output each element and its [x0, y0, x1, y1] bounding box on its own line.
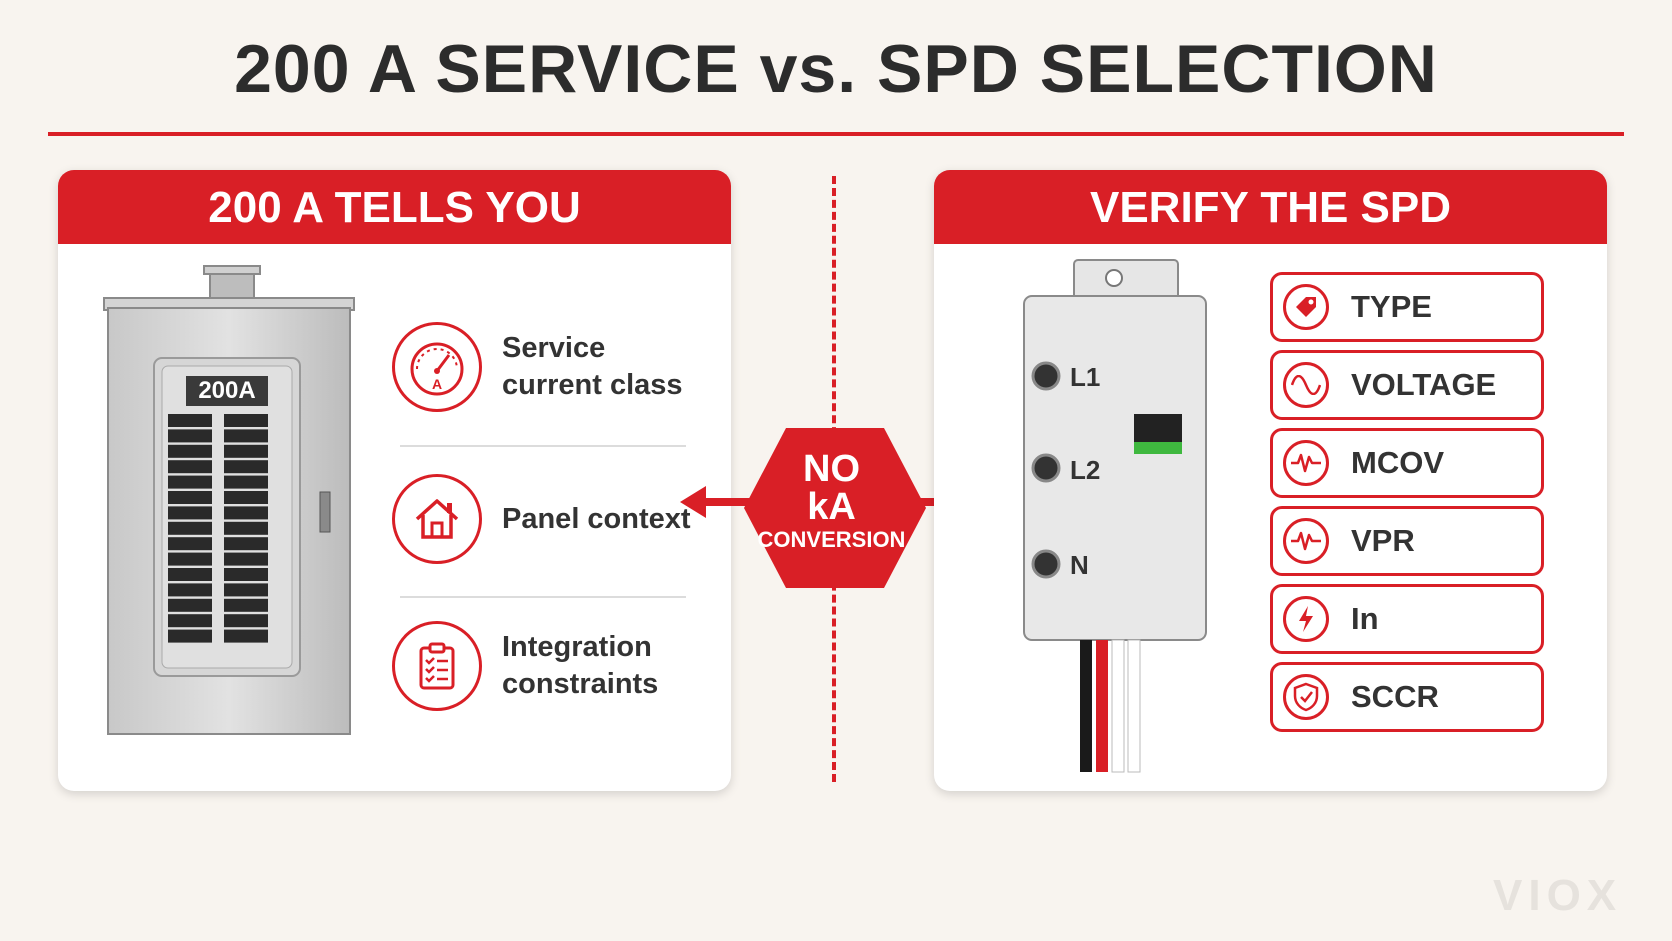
hex-line3: CONVERSION: [757, 527, 906, 552]
breaker: [224, 429, 268, 443]
hex-line1: NO: [803, 448, 860, 490]
breaker: [168, 568, 212, 581]
house-icon: [392, 474, 482, 564]
pulse-icon: [1283, 440, 1329, 486]
breaker: [168, 614, 212, 628]
shield-check-icon: [1283, 674, 1329, 720]
sine-wave-icon: [1283, 362, 1329, 408]
integration-line1: Integration: [502, 631, 652, 663]
check-voltage: VOLTAGE: [1270, 350, 1544, 420]
breaker: [168, 629, 212, 643]
check-vpr-label: VPR: [1351, 523, 1415, 558]
gauge-icon: A: [392, 322, 482, 412]
check-in: In: [1270, 584, 1544, 654]
left-card-header: 200 A TELLS YOU: [58, 170, 731, 244]
breaker: [224, 521, 268, 535]
breaker: [224, 460, 268, 474]
breaker: [168, 598, 212, 612]
check-in-label: In: [1351, 601, 1379, 636]
brand-watermark: VIOX: [1493, 871, 1623, 920]
service-current-line1: Service: [502, 332, 606, 364]
check-sccr-label: SCCR: [1351, 679, 1439, 714]
breaker: [168, 475, 212, 489]
panel-context-label: Panel context: [502, 502, 691, 535]
check-type-label: TYPE: [1351, 289, 1432, 324]
hex-line2: kA: [807, 486, 856, 528]
breaker: [168, 506, 212, 520]
breaker: [168, 414, 212, 427]
svg-text:A: A: [432, 376, 442, 392]
breaker: [224, 629, 268, 643]
check-type: TYPE: [1270, 272, 1544, 342]
item-separator: [400, 445, 686, 447]
terminal-l1-label: L1: [1070, 362, 1101, 392]
page-title: 200 A SERVICE vs. SPD SELECTION: [234, 31, 1438, 107]
breaker: [168, 552, 212, 566]
breaker: [168, 583, 212, 597]
breaker: [168, 444, 212, 458]
breaker: [224, 614, 268, 628]
check-voltage-label: VOLTAGE: [1351, 367, 1497, 402]
integration-item: Integration constraints: [392, 621, 692, 711]
breaker: [168, 491, 212, 504]
breaker: [224, 583, 268, 597]
breaker: [224, 598, 268, 612]
service-current-item: A Service current class: [392, 322, 692, 412]
lightning-icon: [1283, 596, 1329, 642]
breaker: [224, 444, 268, 458]
breaker: [224, 414, 268, 427]
spd-device-icon: [1023, 259, 1207, 773]
panel-rating-label: 200A: [198, 377, 256, 404]
breaker: [224, 475, 268, 489]
breaker: [224, 552, 268, 566]
electrical-panel-icon: [103, 265, 355, 735]
clipboard-icon: [392, 621, 482, 711]
right-card-header: VERIFY THE SPD: [934, 170, 1607, 244]
pulse-icon: [1283, 518, 1329, 564]
breaker: [224, 568, 268, 581]
check-sccr: SCCR: [1270, 662, 1544, 732]
breaker: [224, 506, 268, 520]
breaker: [224, 537, 268, 551]
breaker: [168, 521, 212, 535]
check-mcov-label: MCOV: [1351, 445, 1444, 480]
no-conversion-label: NO kA CONVERSION: [741, 450, 922, 554]
breaker: [168, 460, 212, 474]
check-vpr: VPR: [1270, 506, 1544, 576]
title-underline: [48, 132, 1624, 136]
breaker: [168, 537, 212, 551]
panel-context-item: Panel context: [392, 474, 692, 564]
tag-icon: [1283, 284, 1329, 330]
breaker: [168, 429, 212, 443]
integration-line2: constraints: [502, 668, 659, 700]
check-mcov: MCOV: [1270, 428, 1544, 498]
service-current-line2: current class: [502, 369, 683, 401]
terminal-l2-label: L2: [1070, 455, 1101, 485]
terminal-n-label: N: [1070, 550, 1089, 580]
stop-hexagon: [744, 428, 926, 588]
item-separator: [400, 596, 686, 598]
breaker: [224, 491, 268, 504]
